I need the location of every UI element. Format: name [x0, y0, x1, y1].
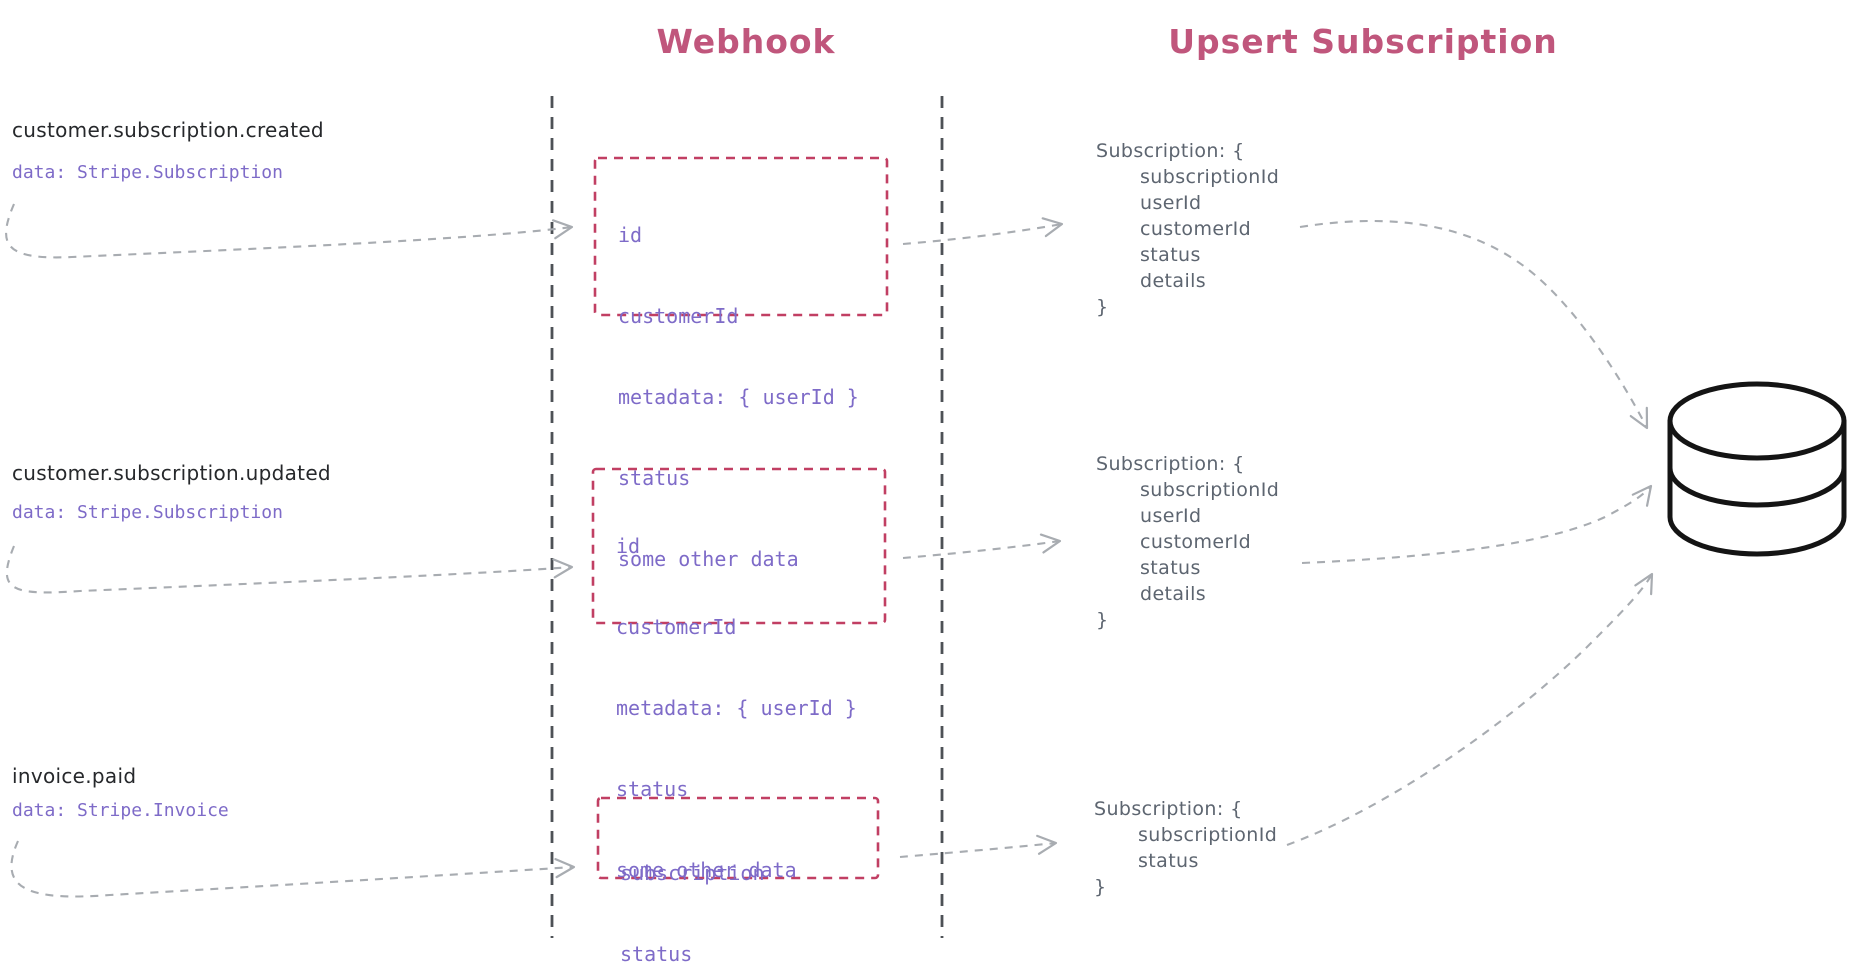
payload-field: id: [618, 223, 643, 247]
result-field: subscriptionId: [1138, 824, 1278, 846]
result-close-brace: }: [1094, 876, 1107, 898]
event-data-type-updated: data: Stripe.Subscription: [12, 502, 283, 523]
webhook-column-title: Webhook: [656, 22, 836, 61]
result-close-brace: }: [1096, 296, 1109, 318]
event-data-type-invoice: data: Stripe.Invoice: [12, 800, 229, 821]
arrow-webhook3-to-upsert: [899, 834, 1058, 859]
arrow-webhook1-to-upsert: [902, 217, 1064, 246]
payload-field: some other data: [618, 547, 799, 571]
result-field: customerId: [1140, 218, 1252, 240]
arrow-webhook2-to-upsert: [902, 533, 1062, 560]
result-field: userId: [1140, 192, 1202, 214]
database-icon: [1667, 381, 1847, 557]
payload-field: status: [618, 466, 691, 490]
upsert-subscription-column-title: Upsert Subscription: [1168, 22, 1558, 61]
payload-field: id: [616, 534, 641, 558]
arrow-created-to-webhook: [5, 203, 574, 259]
arrow-upsert2-to-database: [1301, 484, 1653, 565]
subscription-result-invoice: Subscription: { subscriptionId status }: [1094, 796, 1277, 900]
result-close-brace: }: [1096, 609, 1109, 631]
result-header: Subscription: {: [1096, 453, 1245, 475]
payload-fields-updated: id customerId metadata: { userId } statu…: [616, 479, 857, 938]
payload-field: customerId: [618, 304, 739, 328]
payload-field: some other data: [616, 858, 797, 882]
payload-box-invoice: [596, 796, 880, 880]
payload-fields-invoice: subscription status: [620, 806, 765, 970]
result-field: userId: [1140, 505, 1202, 527]
payload-box-updated: [591, 467, 887, 625]
payload-fields-created: id customerId metadata: { userId } statu…: [618, 168, 859, 627]
result-field: customerId: [1140, 531, 1252, 553]
payload-field: customerId: [616, 615, 737, 639]
event-name-updated: customer.subscription.updated: [12, 461, 331, 485]
arrow-updated-to-webhook: [5, 545, 574, 594]
result-field: subscriptionId: [1140, 479, 1280, 501]
result-header: Subscription: {: [1096, 140, 1245, 162]
result-field: status: [1140, 244, 1201, 266]
arrow-invoice-to-webhook: [10, 840, 576, 898]
result-field: status: [1140, 557, 1201, 579]
arrow-upsert1-to-database: [1299, 219, 1649, 430]
event-data-type-created: data: Stripe.Subscription: [12, 162, 283, 183]
result-field: details: [1140, 270, 1207, 292]
result-field: details: [1140, 583, 1207, 605]
subscription-result-updated: Subscription: { subscriptionId userId cu…: [1096, 451, 1279, 633]
subscription-result-created: Subscription: { subscriptionId userId cu…: [1096, 138, 1279, 320]
arrow-upsert3-to-database: [1286, 572, 1654, 846]
payload-field: status: [620, 942, 693, 966]
result-field: status: [1138, 850, 1199, 872]
event-name-created: customer.subscription.created: [12, 118, 324, 142]
event-name-invoice-paid: invoice.paid: [12, 764, 137, 788]
payload-field: metadata: { userId }: [616, 696, 857, 720]
payload-field: status: [616, 777, 689, 801]
payload-field: metadata: { userId }: [618, 385, 859, 409]
result-header: Subscription: {: [1094, 798, 1243, 820]
payload-field: subscription: [620, 861, 765, 885]
result-field: subscriptionId: [1140, 166, 1280, 188]
